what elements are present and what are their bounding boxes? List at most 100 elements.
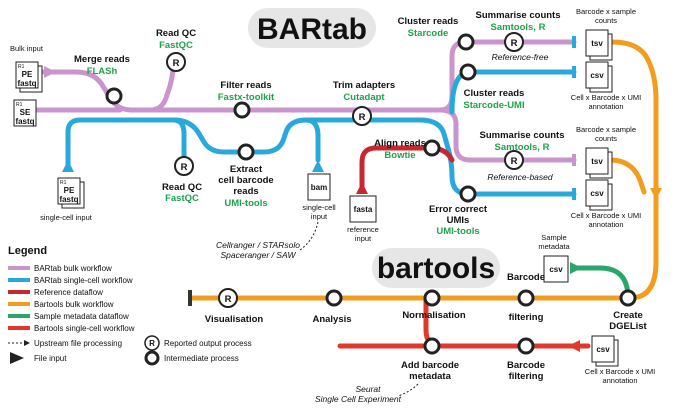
upstream-dashed-arrow xyxy=(299,221,319,251)
legend-item-bartab-bulk: BARtab bulk workflow xyxy=(8,264,112,273)
pe-fastq-doc: R1 PE fastq xyxy=(15,61,43,93)
bartools-title: bartools xyxy=(377,252,495,285)
upstream-note-2: Spaceranger / SAW xyxy=(221,250,297,260)
legend-item-sample-metadata: Sample metadata dataflow xyxy=(8,312,129,321)
legend-item-reference: Reference dataflow xyxy=(8,288,103,297)
legend-intermediate: Intermediate process xyxy=(144,350,239,366)
csv2-caption-1: Cell x Barcode x UMI xyxy=(571,211,641,220)
error-correct-line2: UMIs xyxy=(447,215,470,226)
bartools-sc-csv-doc: csv xyxy=(591,335,619,367)
summarise-1-tool: Samtools, R xyxy=(491,22,546,33)
bam-doc: bam xyxy=(307,173,331,201)
svg-text:Bartools bulk workflow: Bartools bulk workflow xyxy=(34,300,114,309)
svg-text:bam: bam xyxy=(311,183,327,192)
svg-text:csv: csv xyxy=(590,189,604,198)
cluster-reads-2-node xyxy=(459,63,477,81)
align-reads-tool: Bowtie xyxy=(384,150,415,161)
sample-metadata-caption-2: metadata xyxy=(538,242,570,251)
merge-reads-label: Merge reads xyxy=(74,54,130,65)
csv1-caption-1: Cell x Barcode x UMI xyxy=(571,93,641,102)
fasta-doc: fasta xyxy=(349,195,377,223)
trim-adapters-label: Trim adapters xyxy=(333,80,395,91)
cluster-reads-1-tool: Starcode xyxy=(408,28,449,39)
error-correct-node xyxy=(459,185,477,203)
svg-text:Bartools single-cell workflow: Bartools single-cell workflow xyxy=(34,324,135,333)
upstream-note-1: Cellranger / STARsolo xyxy=(216,240,300,250)
svg-text:SE: SE xyxy=(20,108,31,117)
sample-metadata-caption-1: Sample xyxy=(541,233,566,242)
bulk-input-label: Bulk input xyxy=(10,44,44,53)
extract-label-line1: Extract xyxy=(230,164,263,175)
read-qc-top-label: Read QC xyxy=(156,28,196,39)
file-input-arrow-icon xyxy=(10,352,24,364)
svg-text:R: R xyxy=(225,294,232,305)
bartab-title: BARtab xyxy=(257,13,367,46)
svg-text:BARtab single-cell workflow: BARtab single-cell workflow xyxy=(34,276,133,285)
bam-caption-2: input xyxy=(311,212,328,221)
legend-upstream: Upstream file processing xyxy=(8,339,122,348)
svg-text:R1: R1 xyxy=(60,180,67,186)
csv2-doc: csv xyxy=(585,179,613,211)
summarise-2-label: Summarise counts xyxy=(480,130,565,141)
trim-adapters-node: R xyxy=(352,106,372,126)
svg-text:csv: csv xyxy=(590,71,604,80)
svg-text:R: R xyxy=(173,58,180,69)
cluster-reads-2-tool: Starcode-UMI xyxy=(463,100,524,111)
svg-text:fastq: fastq xyxy=(17,79,36,88)
tsv2-caption-2: counts xyxy=(595,134,617,143)
svg-text:R: R xyxy=(511,156,518,167)
sc-pe-fastq-doc: R1 PE fastq xyxy=(57,177,85,209)
svg-text:File input: File input xyxy=(34,354,67,363)
tsv1-doc: tsv xyxy=(585,29,613,61)
analysis-label: Analysis xyxy=(312,314,351,325)
reference-dataflow-line xyxy=(359,145,455,189)
bartools-sc-caption-1: Cell x Barcode x UMI xyxy=(585,367,655,376)
svg-text:csv: csv xyxy=(549,265,563,274)
align-reads-node xyxy=(423,139,441,157)
fasta-caption-1: reference xyxy=(347,225,379,234)
svg-text:fastq: fastq xyxy=(15,117,34,126)
create-label-2: DGEList xyxy=(609,321,647,332)
extract-tool: UMI-tools xyxy=(224,198,267,209)
barcode-filtering-top-1: Barcode xyxy=(507,272,545,283)
normalisation-node xyxy=(423,289,441,307)
svg-text:R: R xyxy=(149,339,155,348)
cluster-reads-1-node xyxy=(457,33,475,51)
tsv2-caption-1: Barcode x sample xyxy=(576,125,636,134)
tsv1-caption-2: counts xyxy=(595,16,617,25)
merge-reads-node xyxy=(105,87,123,105)
svg-text:R1: R1 xyxy=(18,64,25,70)
reference-free-label: Reference-free xyxy=(492,52,549,62)
summarise-1-node: R xyxy=(504,32,524,52)
summarise-2-tool: Samtools, R xyxy=(495,142,550,153)
bartools-endpoint-bar xyxy=(188,290,192,306)
extract-label-line2: cell barcode xyxy=(218,175,273,186)
arrowheads xyxy=(28,36,662,352)
svg-text:Sample metadata dataflow: Sample metadata dataflow xyxy=(34,312,129,321)
reported-output-nodes: R R R R R R xyxy=(166,32,524,308)
sample-metadata-dataflow-line xyxy=(575,265,631,301)
se-fastq-doc: R1 SE fastq xyxy=(13,99,37,127)
svg-text:R: R xyxy=(181,162,188,173)
legend-item-bartools-single-cell: Bartools single-cell workflow xyxy=(8,324,135,333)
read-qc-top-tool: FastQC xyxy=(159,40,193,51)
read-qc-bottom-node: R xyxy=(174,156,194,176)
barcode-filtering-bottom-2: filtering xyxy=(509,371,544,382)
legend-item-bartools-bulk: Bartools bulk workflow xyxy=(8,300,114,309)
filter-reads-label: Filter reads xyxy=(220,80,271,91)
read-qc-top-node: R xyxy=(166,52,186,72)
extract-barcodes-node xyxy=(237,143,255,161)
summarise-2-node: R xyxy=(504,150,524,170)
add-metadata-node xyxy=(423,337,441,355)
svg-text:fastq: fastq xyxy=(59,195,78,204)
tsv2-doc: tsv xyxy=(585,147,613,179)
svg-text:tsv: tsv xyxy=(591,39,603,48)
svg-text:BARtab bulk workflow: BARtab bulk workflow xyxy=(34,264,112,273)
bartools-title-pill: bartools xyxy=(372,248,500,288)
svg-text:fasta: fasta xyxy=(354,205,373,214)
legend-file-input: File input xyxy=(10,352,67,364)
bartab-title-pill: BARtab xyxy=(248,8,376,48)
